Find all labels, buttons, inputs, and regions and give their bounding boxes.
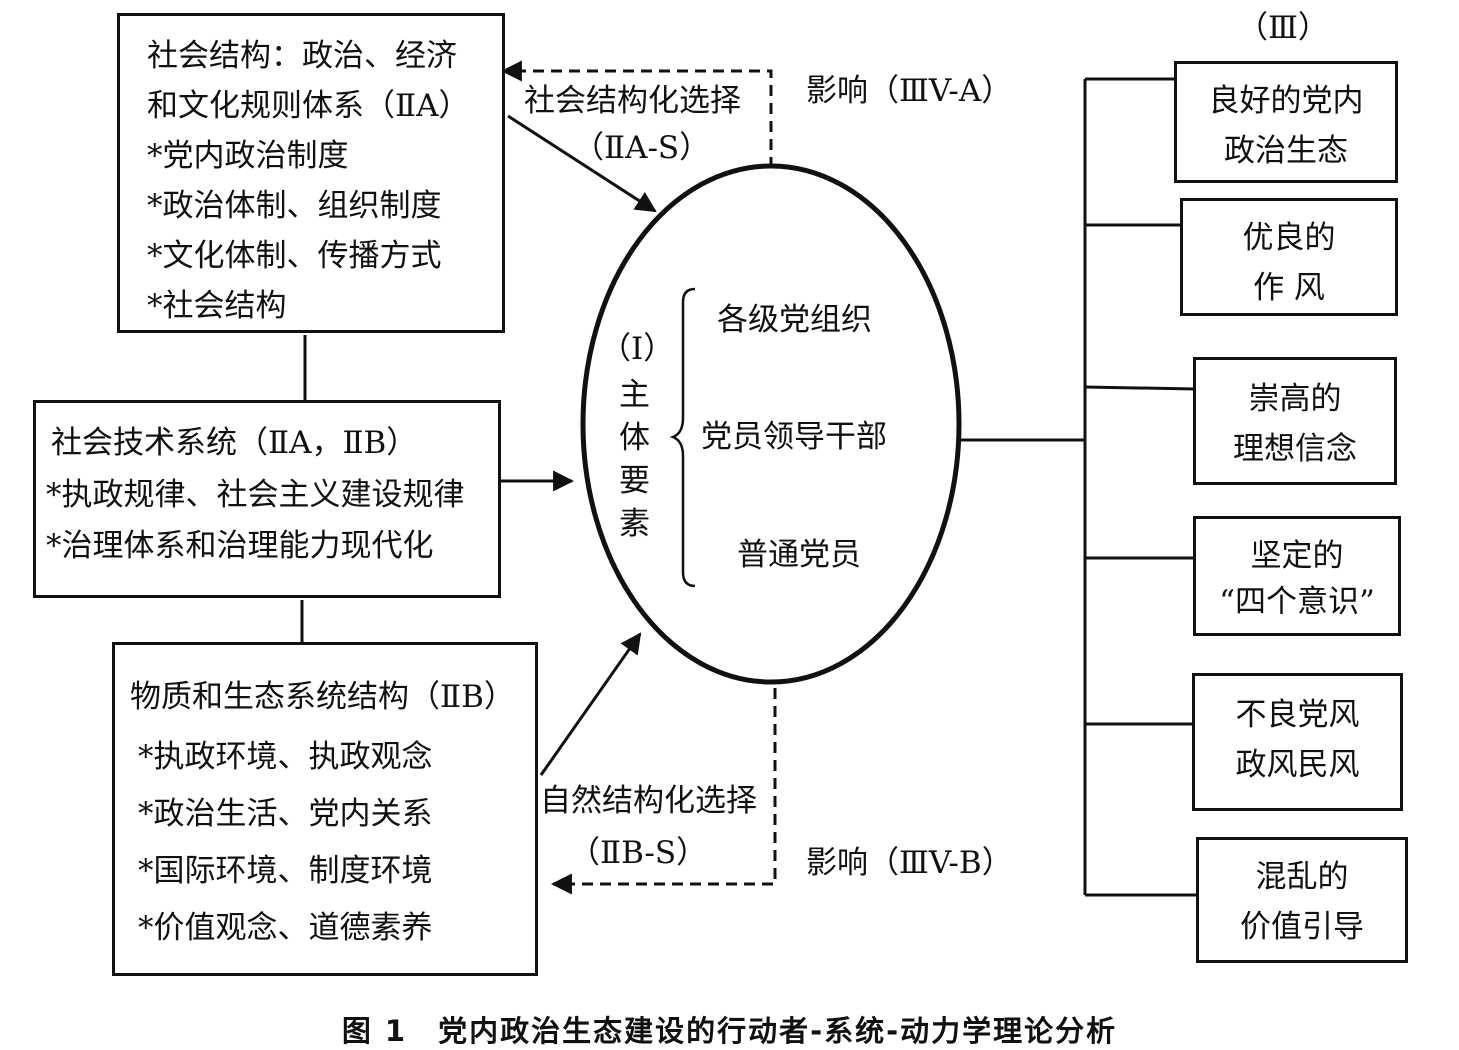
- figure-caption: 图 1 党内政治生态建设的行动者-系统-动力学理论分析: [341, 1014, 1118, 1048]
- box-social-structure-line: 和文化规则体系（ⅡA）: [147, 88, 470, 124]
- box-social-structure-line: *党内政治制度: [147, 138, 349, 174]
- box-material-line: *政治生活、党内关系: [138, 796, 433, 832]
- ellipse-item: 普通党员: [737, 537, 861, 573]
- outcome-box-line: 坚定的: [1250, 538, 1344, 574]
- ellipse-item: 各级党组织: [717, 302, 872, 338]
- outcome-box-line: 作 风: [1253, 270, 1325, 306]
- outcome-box: 优良的 作 风: [1180, 198, 1398, 316]
- label-natural-structuring-choice: 自然结构化选择: [540, 783, 757, 819]
- outcome-box-line: 混乱的: [1255, 859, 1349, 895]
- label-social-structuring-choice: 社会结构化选择: [524, 83, 741, 119]
- ellipse-label-char: 主: [619, 377, 650, 413]
- actor-ellipse: [580, 163, 962, 685]
- box-sociotech-line: *执政规律、社会主义建设规律: [46, 477, 465, 513]
- outcome-box: 混乱的 价值引导: [1196, 837, 1408, 963]
- outcome-box: 崇高的 理想信念: [1193, 357, 1397, 485]
- outcome-box-line: 价值引导: [1240, 909, 1364, 945]
- ellipse-label-char: 体: [619, 420, 650, 456]
- label-influence-b: 影响（ⅢV-B）: [806, 845, 1013, 881]
- bus-branch-3: [1084, 385, 1196, 391]
- outcome-box-line: 理想信念: [1233, 431, 1357, 467]
- label-social-structuring-code: （ⅡA-S）: [573, 130, 711, 166]
- box-material-line: 物质和生态系统结构（ⅡB）: [130, 679, 515, 715]
- box-sociotech-line: 社会技术系统（ⅡA，ⅡB）: [51, 425, 418, 461]
- outcome-box-line: 不良党风: [1235, 697, 1360, 733]
- dashed-arrow-influence-a: [500, 60, 773, 168]
- outcomes-header: （Ⅲ）: [1237, 10, 1329, 46]
- box-social-structure-line: 社会结构：政治、经济: [147, 38, 457, 74]
- arrow-material-to-ellipse: [539, 632, 642, 776]
- ellipse-code: （Ⅰ）: [600, 331, 675, 367]
- outcome-box: 不良党风 政风民风: [1192, 673, 1403, 811]
- outcome-box-line: 政治生态: [1224, 133, 1348, 169]
- box-material-line: *执政环境、执政观念: [138, 739, 433, 775]
- box-social-structure-line: *社会结构: [147, 288, 287, 324]
- box-sociotechnical-system: 社会技术系统（ⅡA，ⅡB） *执政规律、社会主义建设规律 *治理体系和治理能力现…: [33, 400, 501, 598]
- ellipse-item: 党员领导干部: [701, 419, 887, 455]
- outcome-box: 良好的党内 政治生态: [1174, 61, 1398, 183]
- outcome-box-line: 崇高的: [1248, 381, 1342, 417]
- dashed-arrow-influence-b: [550, 688, 777, 895]
- curly-brace: [669, 287, 696, 588]
- box-social-structure-line: *文化体制、传播方式: [147, 238, 442, 274]
- box-material-ecological: 物质和生态系统结构（ⅡB） *执政环境、执政观念 *政治生活、党内关系 *国际环…: [112, 642, 538, 976]
- outcome-box: 坚定的 “四个意识”: [1193, 516, 1401, 636]
- outcome-box-line: “四个意识”: [1219, 584, 1375, 620]
- box-social-structure: 社会结构：政治、经济 和文化规则体系（ⅡA） *党内政治制度 *政治体制、组织制…: [117, 13, 505, 333]
- ellipse-label-char: 素: [619, 506, 650, 542]
- outcome-box-line: 优良的: [1242, 220, 1336, 256]
- box-social-structure-line: *政治体制、组织制度: [147, 188, 442, 224]
- ellipse-label-char: 要: [619, 463, 650, 499]
- label-natural-structuring-code: （ⅡB-S）: [569, 835, 708, 871]
- box-material-line: *国际环境、制度环境: [138, 853, 433, 889]
- arrow-structure-to-ellipse: [507, 114, 657, 213]
- box-sociotech-line: *治理体系和治理能力现代化: [46, 528, 434, 564]
- outcome-box-line: 政风民风: [1235, 747, 1360, 783]
- box-material-line: *价值观念、道德素养: [138, 910, 433, 946]
- outcome-box-line: 良好的党内: [1208, 83, 1364, 119]
- label-influence-a: 影响（ⅢV-A）: [806, 73, 1013, 109]
